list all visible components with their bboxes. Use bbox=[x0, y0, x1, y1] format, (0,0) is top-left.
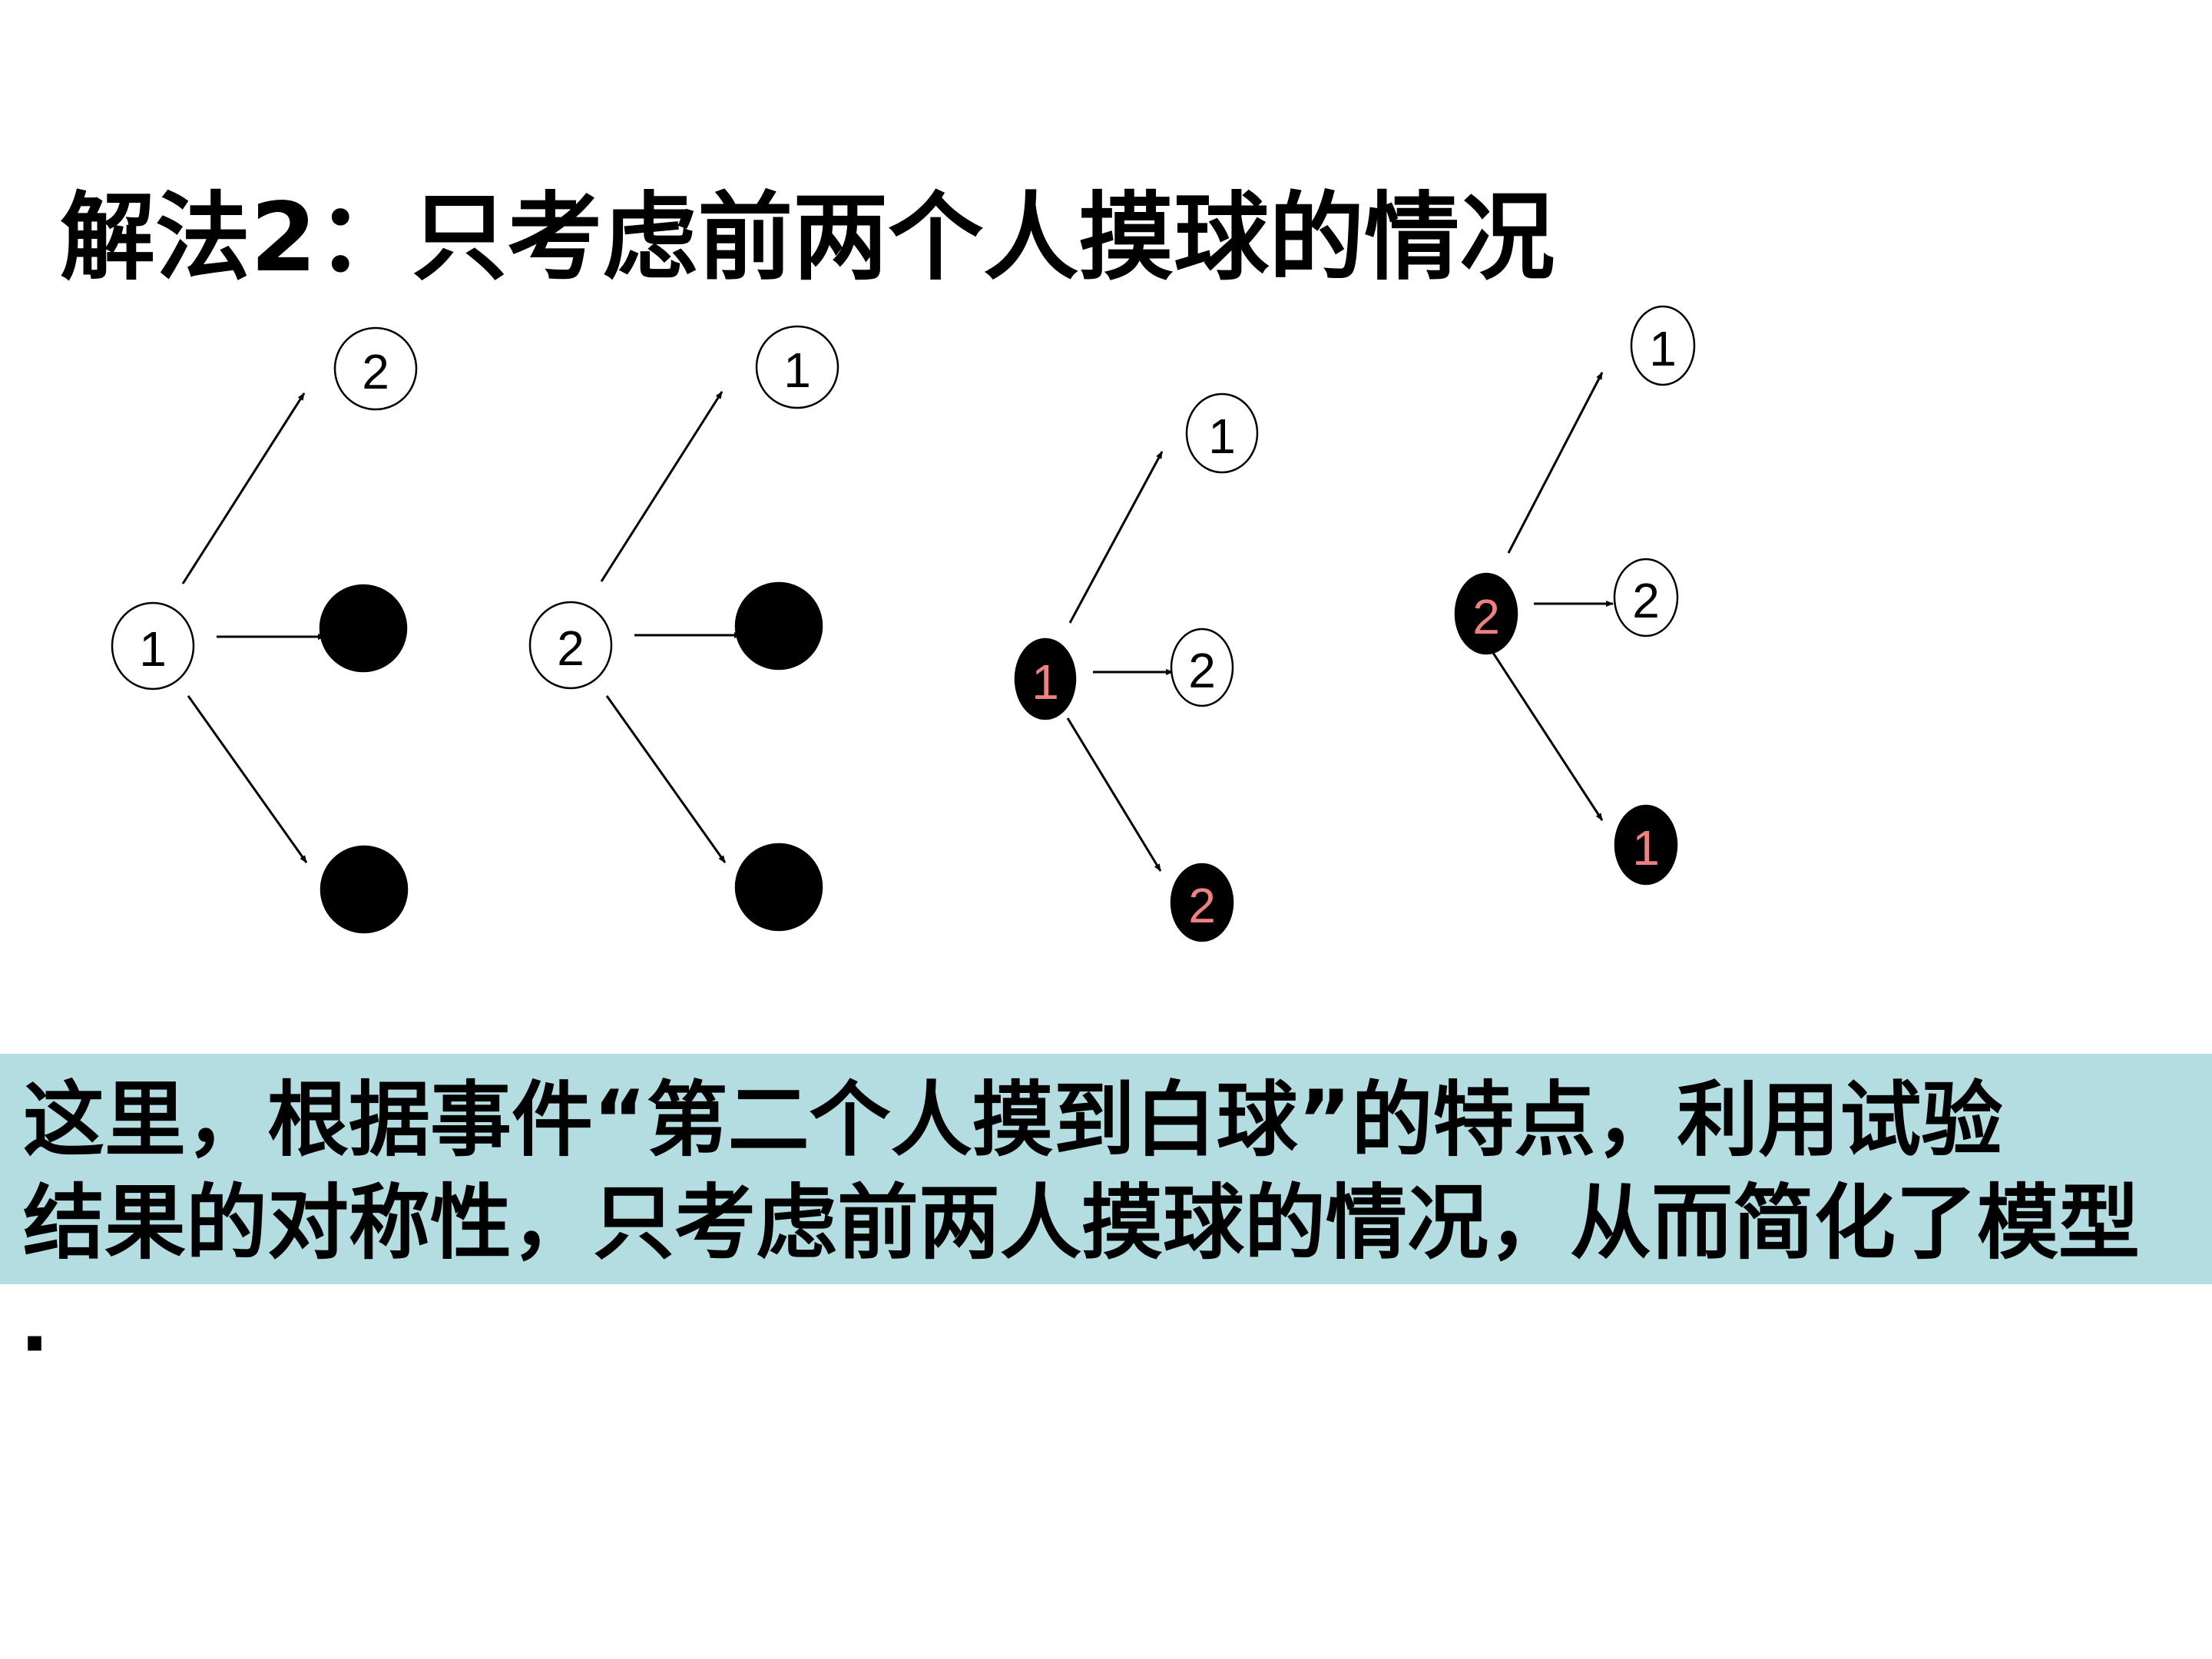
note-box: 这里，根据事件“第二个人摸到白球”的特点，利用试验 结果的对称性，只考虑前两人摸… bbox=[0, 1054, 2212, 1284]
ball-label: 2 bbox=[1188, 878, 1216, 933]
tree-3-arrow-1 bbox=[1068, 451, 1164, 624]
tree-4-child-node-2: 2 bbox=[1613, 558, 1679, 637]
ball-label: 2 bbox=[765, 863, 793, 918]
white-ball bbox=[111, 601, 195, 690]
tree-4-arrow-1 bbox=[1507, 372, 1604, 554]
tree-diagram: 1 2 1 2 2 1 1 2 1 1 2 2 2 1 2 1 bbox=[111, 305, 1696, 942]
ball-label: 1 bbox=[765, 601, 793, 657]
tree-3-root-node: 1 bbox=[1014, 637, 1077, 720]
ball-label: 2 bbox=[557, 621, 584, 676]
black-ball bbox=[1170, 863, 1234, 942]
tree-4-child-node-3: 1 bbox=[1614, 804, 1678, 886]
ball-label: 1 bbox=[349, 604, 377, 659]
tree-3 bbox=[1066, 451, 1174, 872]
white-ball bbox=[1170, 628, 1234, 707]
black-ball bbox=[319, 584, 408, 673]
ball-label: 2 bbox=[362, 344, 389, 399]
white-ball bbox=[528, 601, 613, 690]
tree-1-child-node-2: 1 bbox=[319, 584, 408, 673]
ball-label: 2 bbox=[1632, 573, 1660, 628]
tree-1 bbox=[181, 392, 326, 863]
white-ball bbox=[1185, 392, 1259, 474]
tree-2-arrow-1 bbox=[600, 391, 724, 582]
black-ball bbox=[734, 843, 823, 932]
ball-label: 1 bbox=[1208, 409, 1236, 464]
note-line-1: 这里，根据事件“第二个人摸到白球”的特点，利用试验 bbox=[23, 1073, 2003, 1167]
ball-label: 2 bbox=[350, 865, 378, 920]
tree-3-arrow-3 bbox=[1066, 717, 1162, 872]
tree-2-child-node-2: 1 bbox=[734, 581, 823, 671]
black-ball bbox=[1614, 804, 1678, 886]
tree-2-root-node: 2 bbox=[528, 601, 613, 690]
ball-label: 1 bbox=[139, 621, 167, 677]
white-ball bbox=[1613, 558, 1679, 637]
tree-1-root-node: 1 bbox=[111, 601, 195, 690]
ball-label: 2 bbox=[1188, 643, 1216, 698]
tree-3-child-node-1: 1 bbox=[1185, 392, 1259, 474]
white-ball bbox=[333, 326, 418, 411]
note-line-2: 结果的对称性，只考虑前两人摸球的情况，从而简化了模型 bbox=[23, 1176, 2140, 1270]
ball-label: 2 bbox=[1472, 589, 1500, 644]
black-ball bbox=[320, 845, 409, 934]
tree-2-child-node-1: 1 bbox=[755, 325, 839, 409]
white-ball bbox=[755, 325, 839, 409]
slide-title: 解法2：只考虑前两个人摸球的情况 bbox=[60, 183, 1555, 293]
tree-3-child-node-2: 2 bbox=[1170, 628, 1234, 707]
white-ball bbox=[1630, 305, 1696, 386]
ball-label: 1 bbox=[1649, 321, 1677, 376]
tree-2-child-node-3: 2 bbox=[734, 843, 823, 932]
tree-1-arrow-3 bbox=[187, 695, 308, 863]
tree-1-arrow-1 bbox=[181, 392, 306, 584]
tree-4-child-node-1: 1 bbox=[1630, 305, 1696, 386]
black-ball bbox=[734, 581, 823, 671]
tree-1-child-node-3: 2 bbox=[320, 845, 409, 934]
black-ball bbox=[1454, 572, 1518, 655]
tree-4 bbox=[1492, 372, 1614, 821]
tree-4-root-node: 2 bbox=[1454, 572, 1518, 655]
tree-2 bbox=[600, 391, 742, 863]
tree-2-arrow-3 bbox=[605, 695, 727, 863]
ball-label: 1 bbox=[1031, 654, 1059, 710]
tree-4-arrow-3 bbox=[1492, 652, 1604, 821]
tree-1-child-node-1: 2 bbox=[333, 326, 418, 411]
trailing-bullet: · bbox=[20, 1299, 49, 1389]
ball-label: 1 bbox=[1632, 820, 1660, 876]
ball-label: 1 bbox=[783, 343, 811, 398]
tree-3-child-node-3: 2 bbox=[1170, 863, 1234, 942]
black-ball bbox=[1014, 637, 1077, 720]
